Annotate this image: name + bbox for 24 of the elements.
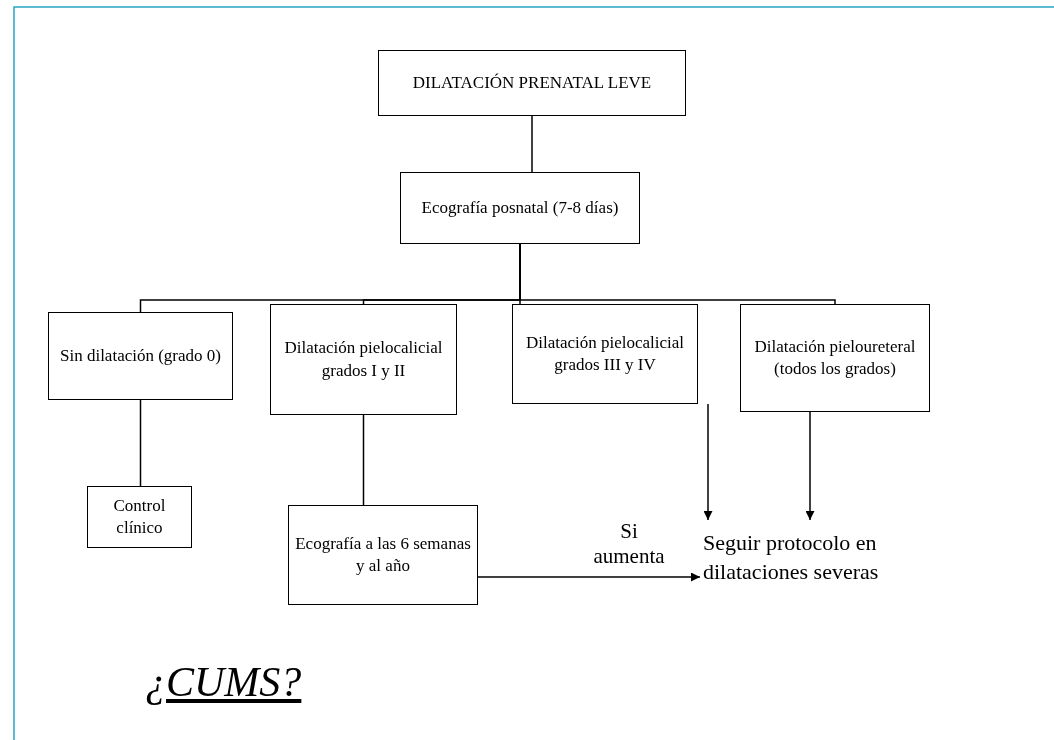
connector-line [531, 115, 533, 173]
node-text: Dilatación pielocalicial grados III y IV [524, 331, 686, 376]
node-text: Control clínico [112, 494, 167, 539]
node-text: Ecografía a las 6 semanas y al año [294, 532, 472, 577]
node-text: Ecografía posnatal (7-8 días) [420, 196, 620, 219]
node-text: Sin dilatación (grado 0) [59, 344, 222, 367]
process-box [740, 304, 930, 412]
node-text: Dilatación pieloureteral (todos los grados) [753, 335, 917, 380]
process-box [48, 312, 233, 400]
connector-line [362, 414, 365, 506]
process-box [288, 505, 478, 605]
note-text: ¿CUMS? [145, 658, 302, 706]
process-box [400, 172, 640, 244]
node-text: Seguir protocolo en dilataciones severas [703, 529, 880, 586]
process-box [378, 50, 686, 116]
process-box [270, 304, 457, 415]
process-box [512, 304, 698, 404]
node-text: Dilatación pielocalicial grados I y II [283, 337, 444, 382]
arrow [703, 403, 713, 521]
node-text: DILATACIÓN PRENATAL LEVE [411, 71, 653, 94]
process-box [87, 486, 192, 548]
connector-line [139, 399, 142, 487]
arrow [477, 572, 701, 582]
arrow [805, 411, 815, 521]
